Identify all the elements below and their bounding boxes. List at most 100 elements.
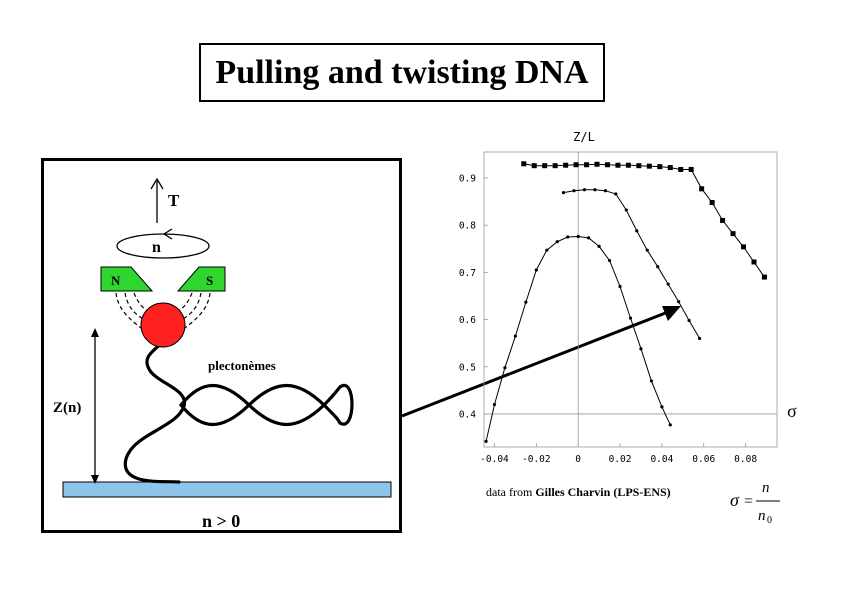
data-point (687, 318, 691, 323)
data-point (645, 248, 649, 252)
magnetic-bead (140, 302, 186, 348)
data-point (625, 162, 631, 168)
data-point (576, 234, 580, 239)
data-point (678, 166, 684, 172)
data-point (587, 236, 591, 240)
condition-label: n > 0 (202, 511, 240, 530)
y-tick-label: 0.9 (459, 173, 476, 184)
data-point (614, 192, 618, 196)
y-tick-label: 0.4 (459, 409, 476, 420)
sigma-formula: σ = n n 0 (730, 480, 780, 526)
data-point (594, 161, 600, 167)
data-point (656, 265, 660, 269)
data-point (635, 229, 639, 233)
data-point (677, 300, 681, 304)
data-point (521, 161, 527, 167)
y-tick-label: 0.7 (459, 268, 476, 279)
data-point (628, 316, 633, 320)
formula-denominator: n (758, 508, 766, 524)
data-point (603, 189, 607, 193)
data-point (542, 163, 548, 169)
formula-equals: = (744, 493, 753, 510)
data-point (513, 334, 517, 338)
data-point (618, 284, 622, 289)
data-point (666, 282, 670, 286)
data-point (492, 402, 497, 407)
series-line (523, 163, 765, 278)
data-point (646, 163, 652, 169)
formula-numerator: n (762, 480, 770, 496)
data-point (484, 439, 488, 443)
extension-arrow-head-top (91, 328, 99, 337)
data-point (545, 248, 549, 252)
data-point (582, 188, 587, 192)
data-point (761, 274, 767, 280)
south-magnet (176, 266, 226, 292)
data-point (688, 166, 694, 172)
y-tick-label: 0.8 (459, 221, 476, 232)
data-point (572, 189, 576, 193)
data-point (607, 258, 612, 263)
x-tick-label: 0.04 (650, 454, 673, 465)
data-point (531, 163, 537, 169)
series-line (563, 189, 701, 339)
data-point (615, 162, 621, 168)
data-point (503, 366, 507, 370)
north-magnet-label: N (111, 273, 121, 288)
x-tick-label: 0.08 (734, 454, 757, 465)
data-point (709, 200, 715, 206)
data-point (639, 347, 643, 351)
extension-arrow-head-bottom (91, 475, 99, 484)
data-point (584, 162, 590, 168)
turns-label: n (152, 239, 161, 256)
data-point (555, 240, 559, 244)
plot-frame (483, 151, 778, 448)
y-tick-label: 0.6 (459, 315, 476, 326)
glass-surface (62, 481, 392, 498)
dna-molecule (123, 337, 354, 484)
data-point (720, 217, 726, 223)
experiment-diagram: Z(n) T n N S plect (53, 177, 392, 531)
x-axis-title: σ (787, 401, 797, 421)
x-tick-label: 0.02 (609, 454, 632, 465)
extension-label: Z(n) (53, 400, 81, 416)
data-point (697, 336, 702, 341)
data-point (552, 163, 558, 169)
force-arrow-head (150, 177, 164, 190)
rotation-arrow-icon (162, 228, 173, 240)
data-point (604, 162, 610, 168)
data-point (699, 186, 705, 192)
data-point (593, 188, 597, 192)
data-credit: data from Gilles Charvin (LPS-ENS) (486, 485, 671, 500)
data-point (667, 165, 673, 171)
formula-subscript: 0 (767, 515, 772, 526)
x-tick-label: -0.02 (522, 454, 551, 465)
data-point (573, 162, 579, 168)
credit-name: Gilles Charvin (535, 485, 611, 499)
data-point (730, 231, 736, 237)
data-point (668, 423, 672, 427)
y-tick-label: 0.5 (459, 362, 476, 373)
south-magnet-label: S (206, 273, 213, 288)
data-point (561, 190, 566, 195)
x-tick-label: 0 (575, 454, 581, 465)
y-axis-title: Z/L (573, 130, 595, 144)
force-label: T (168, 191, 180, 210)
data-point (649, 379, 654, 383)
data-point (636, 163, 642, 169)
data-point (566, 235, 570, 239)
data-point (751, 259, 757, 265)
data-point (660, 405, 664, 409)
credit-prefix: data from (486, 485, 533, 499)
data-point (657, 164, 663, 170)
data-point (741, 244, 747, 250)
x-tick-label: -0.04 (480, 454, 509, 465)
credit-lab: (LPS-ENS) (613, 485, 671, 499)
x-tick-label: 0.06 (692, 454, 715, 465)
data-point (524, 300, 528, 304)
data-point (624, 208, 628, 212)
formula-sigma: σ (730, 490, 740, 510)
north-magnet (100, 266, 154, 292)
data-point (597, 244, 601, 248)
